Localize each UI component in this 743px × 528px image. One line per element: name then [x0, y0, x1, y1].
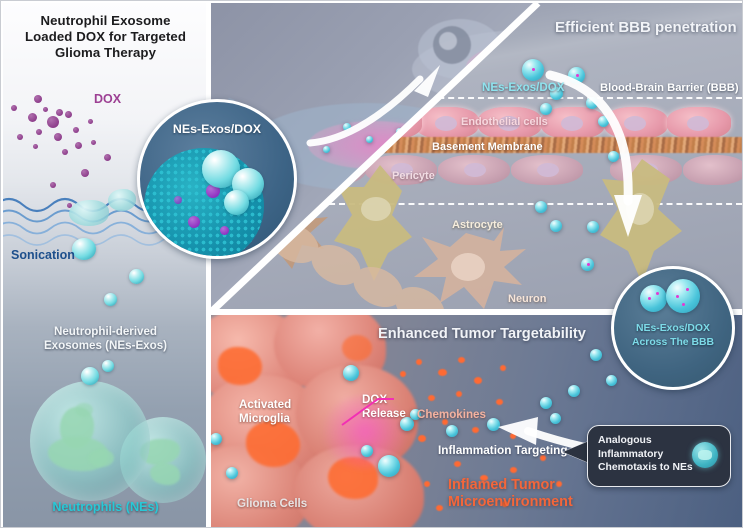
panel-divider-horizontal	[206, 309, 742, 315]
exosome-bubble	[81, 367, 99, 385]
neuron-illustration	[414, 227, 526, 309]
bbb-inset-line-1: NEs-Exos/DOX	[636, 323, 710, 334]
diagonal-panel-divider	[210, 3, 541, 313]
exosome-bubble	[102, 360, 114, 372]
basement-membrane-label: Basement Membrane	[432, 141, 543, 153]
tumor-panel-title: Enhanced Tumor Targetability	[378, 326, 586, 342]
chemotaxis-callout: Analogous Inflammatory Chemotaxis to NEs	[587, 425, 731, 487]
vesicle	[108, 189, 136, 211]
exosome-bubble	[129, 269, 144, 284]
neutrophil-icon	[692, 442, 718, 468]
liposome-bilayer-graphic	[144, 148, 264, 256]
dox-release-label-line: Release	[362, 406, 406, 420]
figure-title: Neutrophil Exosome Loaded DOX for Target…	[3, 13, 208, 61]
bbb-panel-title: Efficient BBB penetration	[555, 19, 737, 36]
dox-label: DOX	[94, 92, 122, 106]
bbb-inset-line-2: Across The BBB	[632, 337, 714, 348]
inflamed-label-line: Inflamed Tumor	[448, 477, 555, 493]
vesicle	[69, 200, 109, 226]
glioma-cells-label: Glioma Cells	[237, 497, 308, 510]
exosome-bubble	[104, 293, 117, 306]
neutrophils-label: Neutrophils (NEs)	[52, 500, 159, 514]
bbb-abluminal-dashed-line	[216, 203, 742, 205]
astrocyte-label: Astrocyte	[452, 219, 503, 231]
dox-release-pointer	[341, 398, 394, 426]
dox-release-label-line: DOX	[362, 393, 388, 406]
callout-tail	[563, 441, 589, 463]
nes-exos-across-bbb-inset: NEs-Exos/DOX Across The BBB	[611, 266, 735, 390]
chemokines-label: Chemokines	[417, 408, 486, 421]
neuron-label: Neuron	[508, 293, 547, 305]
inflamed-label-line: Microenvironment	[448, 494, 573, 510]
neutrophil-exosome-label-line-2: Exosomes (NEs-Exos)	[43, 339, 168, 352]
endothelial-cells-label: Endothelial cells	[461, 116, 548, 128]
nes-exos-dox-inset-label: NEs-Exos/DOX	[172, 122, 262, 136]
bbb-nes-exos-dox-label: NEs-Exos/DOX	[482, 81, 565, 94]
figure-title-line-3: Glioma Therapy	[54, 45, 157, 60]
panel-divider-vertical	[206, 1, 211, 527]
bbb-luminal-dashed-line	[216, 97, 742, 99]
astrocyte-illustration	[334, 165, 412, 281]
chemotaxis-callout-text: Analogous Inflammatory Chemotaxis to NEs	[598, 435, 693, 474]
figure-title-line-2: Loaded DOX for Targeted	[24, 29, 187, 44]
left-panel-synthesis: Neutrophil Exosome Loaded DOX for Target…	[3, 3, 208, 527]
tumor-mass	[210, 315, 440, 527]
neutrophil-exosome-label: Neutrophil-derived Exosomes (NEs-Exos)	[3, 325, 208, 353]
exosome-bubble	[72, 238, 96, 260]
blood-brain-barrier-label: Blood-Brain Barrier (BBB)	[600, 82, 739, 94]
neutrophil-exosome-label-line-1: Neutrophil-derived	[53, 325, 158, 338]
neutrophil-cell	[30, 381, 150, 501]
nes-exos-dox-inset: NEs-Exos/DOX	[137, 99, 297, 259]
pericyte-label: Pericyte	[392, 170, 435, 182]
arrow-to-zebrafish	[306, 65, 440, 147]
sonication-label: Sonication	[11, 248, 75, 262]
microglia-label-line: Activated	[239, 398, 292, 411]
microglia-label-line: Microglia	[239, 411, 290, 425]
bbb-crossing-arrow	[545, 70, 642, 237]
exosome-bubble	[224, 190, 249, 215]
figure-title-line-1: Neutrophil Exosome	[40, 13, 171, 28]
inflammation-targeting-label: Inflammation Targeting	[438, 443, 568, 457]
